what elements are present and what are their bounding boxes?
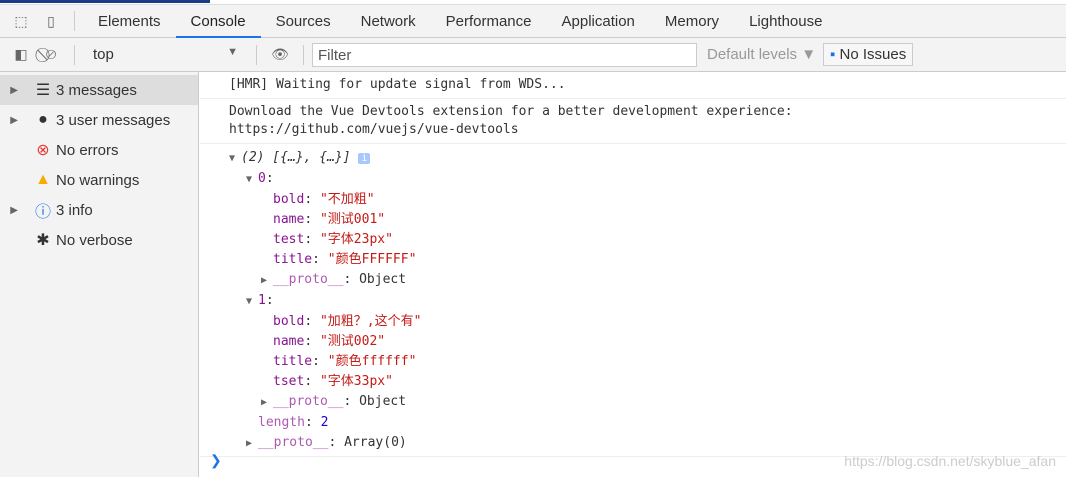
prop-value: "颜色ffffff" [327, 354, 417, 369]
eye-icon[interactable]: 👁 [271, 46, 289, 62]
prop-key: title [273, 354, 313, 369]
sidebar-item-label: No verbose [56, 231, 133, 249]
list-icon: ☰ [35, 82, 51, 99]
context-select[interactable]: top ▼ [83, 46, 248, 63]
prop-value: "颜色FFFFFF" [327, 252, 417, 267]
message-text: Download the Vue Devtools extension for … [229, 104, 793, 119]
array-proto[interactable]: ▶__proto__: Array(0) [246, 435, 407, 450]
warning-icon: ▲ [35, 171, 51, 188]
error-icon: ⊗ [36, 142, 50, 159]
entry-index: 0 [258, 171, 266, 186]
prop-key: test [273, 232, 305, 247]
devtools-link[interactable]: https://github.com/vuejs/vue-devtools [229, 122, 519, 137]
object-entry[interactable]: ▼1: [246, 293, 274, 308]
sidebar-item-label: No warnings [56, 171, 140, 189]
tab-memory[interactable]: Memory [664, 12, 720, 30]
console-sidebar: ▶☰3 messages ▶●3 user messages ⊗No error… [0, 72, 199, 477]
prop-value: "测试001" [319, 212, 386, 227]
sidebar-item-messages[interactable]: ▶☰3 messages [0, 75, 198, 105]
tab-lighthouse[interactable]: Lighthouse [749, 12, 823, 30]
entry-index: 1 [258, 293, 266, 308]
user-icon: ● [38, 111, 48, 128]
object-prop: bold: "不加粗" [273, 192, 375, 207]
prop-value: Array(0) [344, 435, 407, 450]
issue-icon: ▪ [830, 46, 840, 63]
prop-key: __proto__ [258, 435, 329, 450]
prop-value: "字体23px" [319, 232, 393, 247]
array-log: ▼(2) [{…}, {…}] i ▼0: bold: "不加粗" name: "测… [200, 144, 1066, 454]
prop-key: __proto__ [273, 272, 344, 287]
prop-value: "测试002" [319, 334, 386, 349]
object-proto[interactable]: ▶__proto__: Object [261, 394, 407, 409]
panel-tabs: ⬚ ▯ Elements Console Sources Network Per… [0, 4, 1066, 38]
issues-label: No Issues [839, 46, 907, 63]
object-prop: title: "颜色ffffff" [273, 354, 417, 369]
tab-performance[interactable]: Performance [445, 12, 532, 30]
console-message: [HMR] Waiting for update signal from WDS… [200, 72, 1066, 99]
object-proto[interactable]: ▶__proto__: Object [261, 272, 407, 287]
bug-icon: ✱ [36, 232, 50, 249]
sidebar-item-verbose[interactable]: ✱ No verbose [0, 225, 198, 255]
tab-elements[interactable]: Elements [98, 12, 161, 30]
console-toolbar: ◧ ⃠⊘ top ▼ 👁 Filter Default levels ▼ ▪ No… [0, 38, 1066, 72]
prop-key: title [273, 252, 313, 267]
watermark: https://blog.csdn.net/skyblue_afan [844, 453, 1056, 469]
chevron-down-icon: ▼ [227, 46, 238, 58]
prop-key: __proto__ [273, 394, 344, 409]
object-prop: bold: "加粗？,这个有" [273, 314, 422, 329]
prop-key: length [258, 415, 305, 430]
info-icon: ⓘ [34, 204, 51, 221]
length-prop: length: 2 [258, 415, 329, 430]
inspect-element-icon[interactable]: ⬚ [14, 12, 28, 29]
console-message: Download the Vue Devtools extension for … [200, 99, 1066, 144]
sidebar-item-label: 3 messages [56, 81, 137, 99]
info-badge-icon: i [358, 153, 371, 164]
summary-text: (2) [{…}, {…}] [241, 150, 351, 165]
tab-sources[interactable]: Sources [275, 12, 331, 30]
prop-value: "不加粗" [319, 192, 375, 207]
prop-key: tset [273, 374, 305, 389]
prop-key: bold [273, 314, 305, 329]
sidebar-item-warnings[interactable]: ▲ No warnings [0, 165, 198, 195]
prop-key: name [273, 334, 305, 349]
show-sidebar-icon[interactable]: ◧ [14, 46, 28, 62]
prop-value: "字体33px" [319, 374, 393, 389]
object-prop: name: "测试001" [273, 212, 386, 227]
tab-console[interactable]: Console [175, 5, 261, 38]
prop-value: 2 [320, 415, 329, 430]
object-prop: test: "字体23px" [273, 232, 393, 247]
sidebar-item-errors[interactable]: ⊗ No errors [0, 135, 198, 165]
prop-key: bold [273, 192, 305, 207]
prop-value: "加粗？,这个有" [319, 314, 422, 329]
object-prop: title: "颜色FFFFFF" [273, 252, 417, 267]
tab-network[interactable]: Network [360, 12, 416, 30]
prop-value: Object [359, 272, 407, 287]
device-toolbar-icon[interactable]: ▯ [47, 12, 55, 29]
sidebar-item-user-messages[interactable]: ▶●3 user messages [10, 111, 171, 129]
prop-key: name [273, 212, 305, 227]
array-summary[interactable]: ▼(2) [{…}, {…}] i [229, 148, 1066, 169]
issues-button[interactable]: ▪ No Issues [823, 43, 914, 66]
filter-input[interactable]: Filter [312, 42, 697, 67]
console-prompt[interactable]: ❯ [210, 452, 222, 468]
prop-value: Object [359, 394, 407, 409]
console-output: [HMR] Waiting for update signal from WDS… [200, 72, 1066, 477]
tab-application[interactable]: Application [561, 12, 635, 30]
sidebar-item-label: No errors [56, 141, 119, 159]
sidebar-item-label: 3 user messages [56, 111, 171, 129]
object-prop: tset: "字体33px" [273, 374, 393, 389]
context-value: top [93, 46, 114, 63]
clear-console-icon[interactable]: ⃠⊘ [45, 46, 57, 62]
log-levels-dropdown[interactable]: Default levels ▼ [707, 46, 817, 63]
sidebar-item-label: 3 info [56, 201, 93, 219]
object-prop: name: "测试002" [273, 334, 386, 349]
object-entry[interactable]: ▼0: [246, 171, 274, 186]
